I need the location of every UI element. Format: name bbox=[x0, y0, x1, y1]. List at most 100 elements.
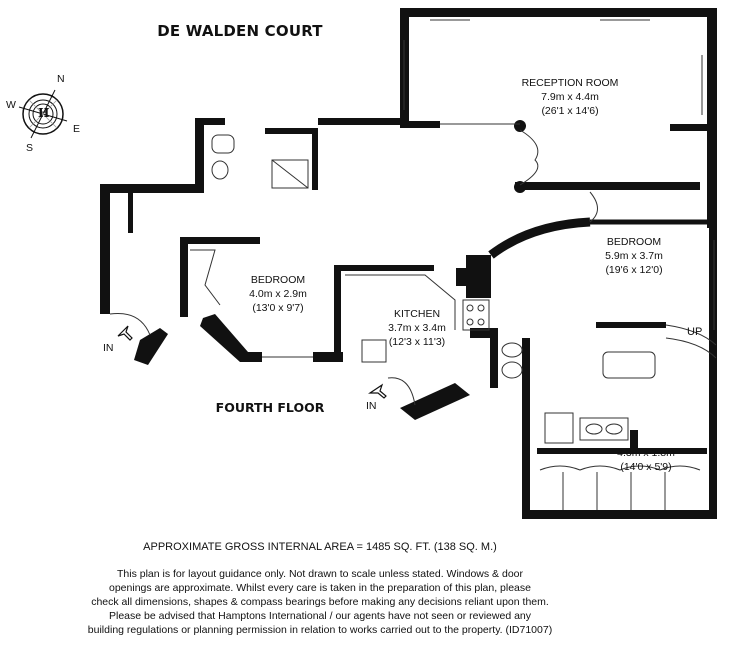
kitchen-sink bbox=[361, 339, 387, 363]
disclaimer-line: check all dimensions, shapes & compass b… bbox=[91, 596, 549, 608]
compass-west-label: W bbox=[6, 99, 16, 111]
reception-stub-wall bbox=[670, 124, 710, 131]
entry-kitchen-label: IN bbox=[366, 400, 377, 412]
room-bedroom-main-metric: 5.9m x 3.7m bbox=[605, 250, 663, 262]
kitchen-north-wall bbox=[334, 265, 434, 271]
vanity-basin-2 bbox=[605, 423, 623, 435]
east-facade-wall bbox=[709, 222, 717, 519]
pivot-north bbox=[514, 120, 526, 132]
reception-east-wall bbox=[707, 8, 717, 228]
bedroom-curved-wall bbox=[488, 217, 591, 259]
entry-door-left bbox=[109, 312, 151, 336]
stair-arc-1 bbox=[665, 324, 717, 346]
kitchen-counter bbox=[345, 274, 456, 330]
room-bedroom-second-imperial: (13'0 x 9'7) bbox=[252, 302, 304, 314]
shower-east-wall bbox=[312, 128, 318, 190]
bedroom2-north-wall bbox=[180, 237, 260, 244]
shower-diag bbox=[271, 159, 309, 189]
dressing-north-wall bbox=[537, 448, 707, 454]
left-north-wall bbox=[100, 184, 204, 193]
hob-ring-2 bbox=[477, 304, 485, 312]
gross-area: APPROXIMATE GROSS INTERNAL AREA = 1485 S… bbox=[143, 541, 497, 553]
compass-east-label: E bbox=[73, 123, 81, 135]
room-kitchen-imperial: (12'3 x 11'3) bbox=[388, 336, 446, 348]
double-door bbox=[519, 129, 539, 186]
room-bedroom-main-imperial: (19'6 x 12'0) bbox=[605, 264, 663, 276]
entry-partition bbox=[128, 193, 133, 233]
exterior-walls bbox=[100, 8, 717, 519]
hob-ring-1 bbox=[466, 304, 474, 312]
bath-tub bbox=[602, 351, 656, 379]
stair-arc-2 bbox=[665, 337, 717, 359]
entry-door-kitchen bbox=[387, 377, 416, 406]
left-west-wall bbox=[100, 184, 110, 314]
bedroom-door bbox=[589, 191, 598, 223]
room-dressing-imperial: (14'0 x 5'9) bbox=[620, 461, 672, 473]
stairs-up-label: UP bbox=[687, 326, 703, 338]
room-bedroom-main: BEDROOM 5.9m x 3.7m (19'6 x 12'0) bbox=[574, 235, 694, 277]
bedroom2-angled-wall bbox=[200, 314, 262, 362]
room-reception-name: RECEPTION ROOM bbox=[521, 77, 619, 89]
wc-main bbox=[501, 361, 523, 379]
pivot-south bbox=[514, 181, 526, 193]
disclaimer-line: building regulations or planning permiss… bbox=[87, 624, 553, 636]
wc bbox=[211, 160, 229, 180]
disclaimer: This plan is for layout guidance only. N… bbox=[70, 567, 570, 637]
compass-south-label: S bbox=[26, 142, 34, 154]
room-dressing: 4.3m x 1.8m (14'0 x 5'9) bbox=[596, 446, 696, 474]
floor-label: FOURTH FLOOR bbox=[215, 400, 325, 415]
basin bbox=[211, 134, 235, 154]
dressing-west-wall bbox=[522, 338, 530, 518]
entry-angled-wall bbox=[134, 328, 168, 365]
bidet bbox=[501, 342, 523, 358]
bedroom2-south-wall bbox=[313, 352, 343, 362]
compass-rose-icon bbox=[18, 89, 68, 139]
compass-center-label: H bbox=[38, 106, 50, 120]
room-reception-metric: 7.9m x 4.4m bbox=[541, 91, 599, 103]
column-a bbox=[456, 268, 466, 286]
plan-title: DE WALDEN COURT bbox=[157, 22, 323, 40]
dressing-south-wall bbox=[522, 510, 717, 519]
room-kitchen: KITCHEN 3.7m x 3.4m (12'3 x 11'3) bbox=[367, 307, 467, 349]
kitchen-west-wall bbox=[334, 265, 341, 362]
hob bbox=[462, 299, 490, 331]
entry-arrow-left-icon bbox=[117, 325, 133, 341]
reception-south-wall-b bbox=[515, 182, 700, 190]
bedroom2-wardrobe bbox=[190, 249, 221, 306]
room-reception: RECEPTION ROOM 7.9m x 4.4m (26'1 x 14'6) bbox=[490, 76, 650, 118]
room-kitchen-metric: 3.7m x 3.4m bbox=[388, 322, 446, 334]
room-reception-imperial: (26'1 x 14'6) bbox=[541, 105, 599, 117]
room-bedroom-second-metric: 4.0m x 2.9m bbox=[249, 288, 307, 300]
disclaimer-line: This plan is for layout guidance only. N… bbox=[116, 568, 523, 580]
room-dressing-metric: 4.3m x 1.8m bbox=[617, 447, 675, 459]
entry-left-label: IN bbox=[103, 342, 114, 354]
bedroom-south-wall bbox=[596, 322, 666, 328]
compass-north-label: N bbox=[57, 73, 65, 85]
vanity bbox=[579, 417, 629, 441]
shower-tray bbox=[271, 159, 309, 189]
kitchen-south-angled-wall bbox=[400, 383, 470, 420]
shower-wall bbox=[265, 128, 315, 134]
bath-west-wall bbox=[195, 118, 204, 188]
room-bedroom-second-name: BEDROOM bbox=[250, 274, 306, 286]
disclaimer-line: openings are approximate. Whilst every c… bbox=[109, 582, 531, 594]
reception-north-wall bbox=[400, 8, 717, 17]
wardrobe-arcs bbox=[539, 465, 701, 471]
disclaimer-line: Please be advised that Hamptons Internat… bbox=[108, 610, 531, 622]
bath-north-wall-b bbox=[318, 118, 403, 125]
hob-ring-3 bbox=[466, 318, 474, 326]
interior-lines bbox=[109, 19, 717, 510]
bath-north-wall-a bbox=[195, 118, 225, 125]
vanity-basin-1 bbox=[585, 423, 603, 435]
room-bedroom-main-name: BEDROOM bbox=[606, 236, 662, 248]
column-b bbox=[466, 255, 491, 298]
shower-main bbox=[544, 412, 574, 444]
entry-arrows bbox=[117, 325, 387, 399]
kitchen-east-wall bbox=[470, 328, 494, 338]
hob-ring-4 bbox=[477, 318, 485, 326]
bedroom2-west-wall bbox=[180, 237, 188, 317]
reception-south-wall-a bbox=[400, 121, 440, 128]
room-kitchen-name: KITCHEN bbox=[393, 308, 441, 320]
